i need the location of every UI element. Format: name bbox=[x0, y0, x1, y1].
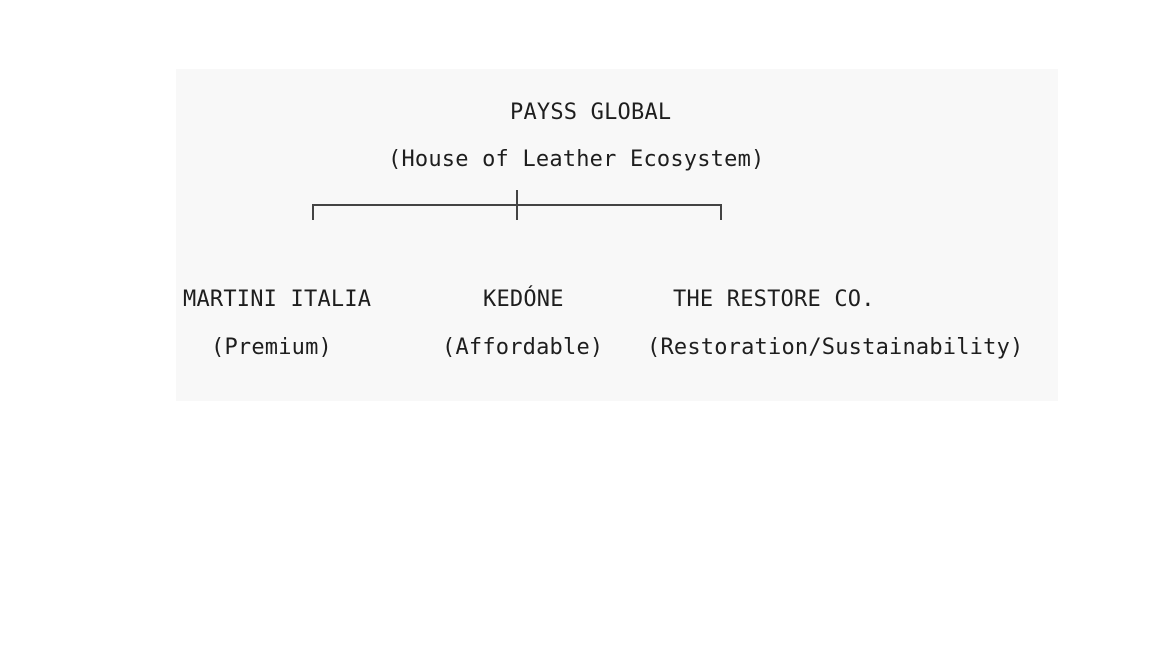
child-subtitle-martini: (Premium) bbox=[211, 335, 333, 360]
child-title-restore: THE RESTORE CO. bbox=[673, 287, 875, 312]
diagram-panel bbox=[176, 69, 1058, 401]
connector-right bbox=[720, 204, 722, 220]
connector-center bbox=[516, 190, 518, 220]
root-subtitle: (House of Leather Ecosystem) bbox=[388, 147, 765, 172]
child-subtitle-kedone: (Affordable) bbox=[442, 335, 604, 360]
child-title-kedone: KEDÓNE bbox=[483, 287, 564, 312]
root-title: PAYSS GLOBAL bbox=[510, 100, 672, 125]
child-title-martini: MARTINI ITALIA bbox=[183, 287, 372, 312]
connector-left bbox=[312, 204, 314, 220]
child-subtitle-restore: (Restoration/Sustainability) bbox=[647, 335, 1024, 360]
